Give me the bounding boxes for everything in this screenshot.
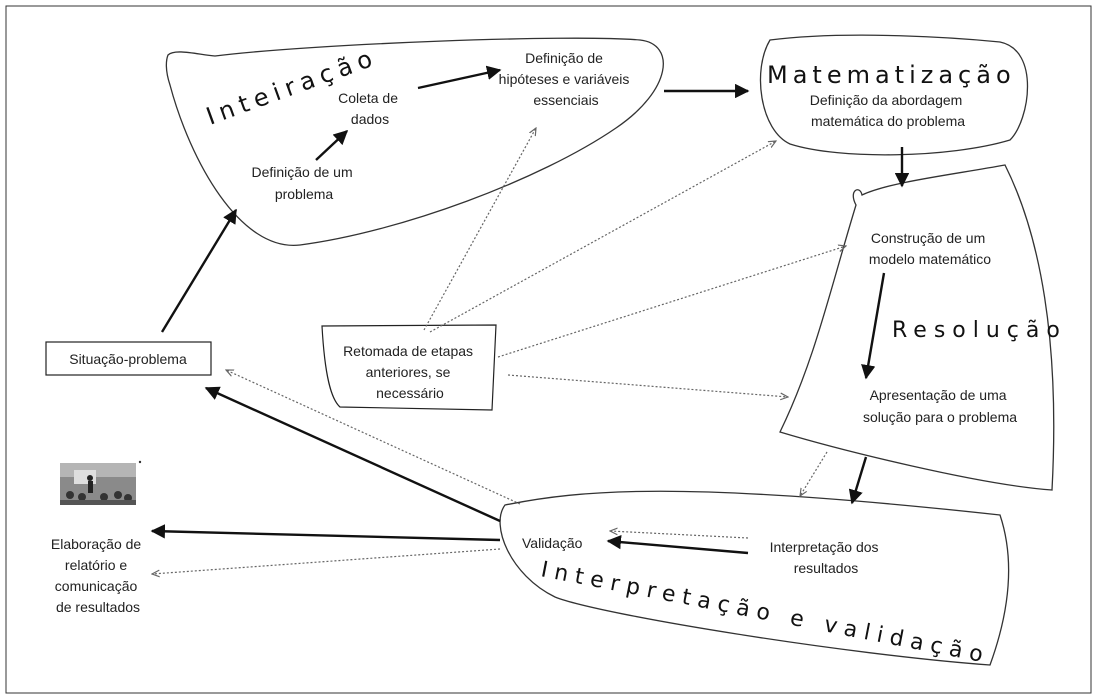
dotted-interpretacao-to-validacao <box>610 531 749 539</box>
definicao-problema-label: Definição de um problema <box>251 164 356 202</box>
outer-frame <box>5 5 1092 694</box>
resolucao-boundary <box>779 164 1055 491</box>
validacao-label: Validação <box>522 535 583 551</box>
presentation-photo <box>60 460 142 505</box>
coleta-dados-label: Coleta de dados <box>338 90 402 127</box>
interpretacao-boundary <box>499 490 1010 666</box>
matematizacao-title: Matematização <box>767 61 1016 89</box>
arrow-situacao-to-inteiracao <box>160 208 238 333</box>
dotted-resolucao-to-interpretacao <box>800 451 828 496</box>
interpretacao-title: Interpretação e validação <box>539 557 992 669</box>
abordagem-label: Definição da abordagem matemática do pro… <box>810 92 966 129</box>
dotted-retomada-to-modelo <box>497 246 846 358</box>
inteiracao-boundary <box>165 37 664 246</box>
arrow-modelo-to-solucao <box>861 272 886 380</box>
dotted-retomada-to-solucao <box>507 374 788 397</box>
arrow-validacao-to-relatorio <box>150 524 501 542</box>
arrow-validacao-to-situacao <box>204 386 501 523</box>
dotted-validacao-to-relatorio <box>152 548 501 574</box>
situacao-problema-label: Situação-problema <box>69 351 187 367</box>
matematizacao-boundary <box>759 34 1029 156</box>
dotted-retomada-to-hipoteses <box>423 128 536 331</box>
apresentacao-solucao-label: Apresentação de uma solução para o probl… <box>863 387 1017 425</box>
relatorio-label: Elaboração de relatório e comunicação de… <box>51 536 145 615</box>
situacao-problema-box <box>45 341 212 376</box>
dotted-validacao-to-situacao <box>226 370 521 505</box>
resolucao-title: Resolução <box>892 318 1067 343</box>
dotted-retomada-to-matematizacao <box>429 141 776 333</box>
retomada-label: Retomada de etapas anteriores, se necess… <box>343 343 477 401</box>
arrow-interpretacao-to-validacao <box>606 534 749 555</box>
hipoteses-label: Definição de hipóteses e variáveis essen… <box>499 50 634 108</box>
construcao-modelo-label: Construção de um modelo matemático <box>869 230 991 267</box>
arrow-coleta-to-hipoteses <box>417 65 502 90</box>
arrow-resolucao-to-interpretacao <box>848 456 868 505</box>
arrow-problema-to-coleta <box>315 130 349 161</box>
retomada-box <box>321 324 497 411</box>
interpretacao-resultados-label: Interpretação dos resultados <box>770 539 883 576</box>
